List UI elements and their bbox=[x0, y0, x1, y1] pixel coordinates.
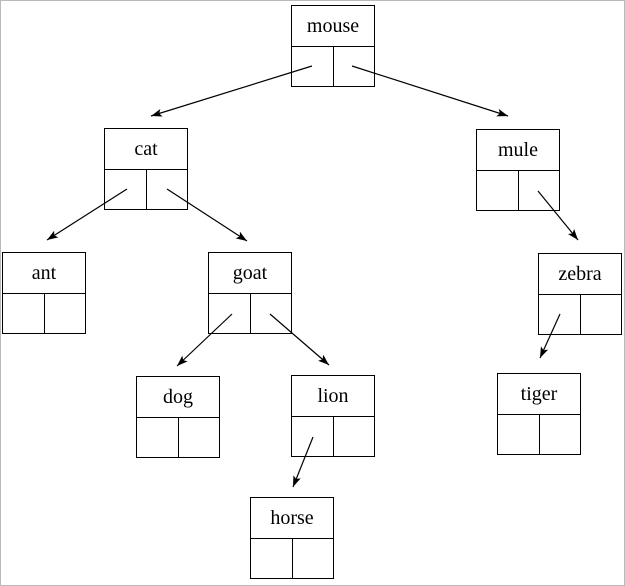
right-pointer-cell bbox=[251, 294, 292, 334]
pointer-cells bbox=[209, 294, 291, 334]
right-pointer-cell bbox=[334, 417, 375, 457]
right-pointer-cell bbox=[334, 47, 375, 87]
left-pointer-cell bbox=[292, 417, 334, 457]
right-pointer-cell bbox=[293, 539, 334, 579]
tree-node-zebra: zebra bbox=[538, 253, 622, 335]
node-label: zebra bbox=[539, 254, 621, 295]
pointer-cells bbox=[251, 539, 333, 579]
right-pointer-cell bbox=[519, 171, 560, 211]
left-pointer-cell bbox=[477, 171, 519, 211]
tree-node-lion: lion bbox=[291, 375, 375, 457]
right-pointer-cell bbox=[147, 170, 188, 210]
right-pointer-cell bbox=[179, 418, 220, 458]
node-label: mouse bbox=[292, 6, 374, 47]
left-pointer-cell bbox=[137, 418, 179, 458]
node-label: dog bbox=[137, 377, 219, 418]
pointer-cells bbox=[137, 418, 219, 458]
right-pointer-cell bbox=[540, 415, 581, 455]
node-label: tiger bbox=[498, 374, 580, 415]
tree-node-mouse: mouse bbox=[291, 5, 375, 87]
tree-node-tiger: tiger bbox=[497, 373, 581, 455]
left-pointer-cell bbox=[498, 415, 540, 455]
tree-node-goat: goat bbox=[208, 252, 292, 334]
node-label: goat bbox=[209, 253, 291, 294]
node-label: horse bbox=[251, 498, 333, 539]
left-pointer-cell bbox=[209, 294, 251, 334]
right-pointer-cell bbox=[581, 295, 622, 335]
left-pointer-cell bbox=[292, 47, 334, 87]
node-label: cat bbox=[105, 129, 187, 170]
left-pointer-cell bbox=[251, 539, 293, 579]
tree-node-ant: ant bbox=[2, 252, 86, 334]
pointer-cells bbox=[292, 47, 374, 87]
node-label: lion bbox=[292, 376, 374, 417]
pointer-cells bbox=[477, 171, 559, 211]
node-label: ant bbox=[3, 253, 85, 294]
tree-node-mule: mule bbox=[476, 129, 560, 211]
pointer-cells bbox=[105, 170, 187, 210]
pointer-cells bbox=[498, 415, 580, 455]
left-pointer-cell bbox=[539, 295, 581, 335]
pointer-cells bbox=[292, 417, 374, 457]
tree-node-dog: dog bbox=[136, 376, 220, 458]
edge-mouse-right-to-mule bbox=[351, 65, 509, 117]
tree-node-horse: horse bbox=[250, 497, 334, 579]
node-label: mule bbox=[477, 130, 559, 171]
pointer-cells bbox=[539, 295, 621, 335]
pointer-cells bbox=[3, 294, 85, 334]
edge-mouse-left-to-cat bbox=[150, 65, 313, 117]
right-pointer-cell bbox=[45, 294, 86, 334]
tree-node-cat: cat bbox=[104, 128, 188, 210]
left-pointer-cell bbox=[105, 170, 147, 210]
left-pointer-cell bbox=[3, 294, 45, 334]
